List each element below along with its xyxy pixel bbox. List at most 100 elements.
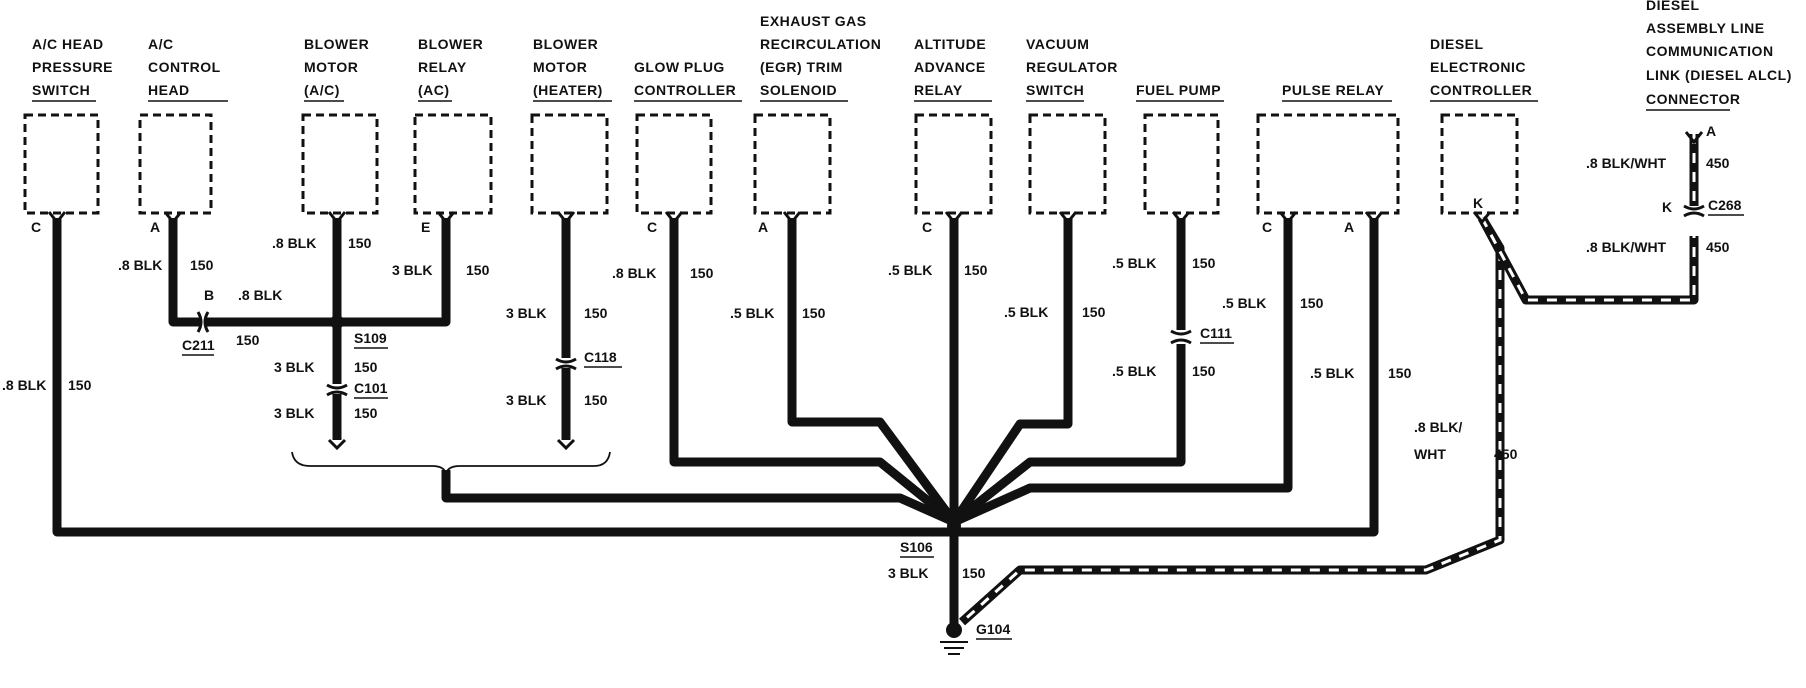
component-diesel-electronic-controller: DIESEL ELECTRONIC CONTROLLER K — [1430, 36, 1538, 215]
connector-labels: C211 B S109 C101 C118 C111 C268 K S106 G… — [182, 197, 1744, 640]
pin-label: A — [1344, 219, 1354, 235]
component-label-line: COMMUNICATION — [1646, 43, 1774, 59]
wire-size-label: .5 BLK — [888, 262, 932, 278]
component-label-line: RELAY — [914, 82, 963, 98]
wire-circuit-label: 150 — [354, 359, 378, 375]
wire-size-label: .8 BLK — [272, 235, 316, 251]
wire-size-label: .8 BLK/WHT — [1586, 239, 1667, 255]
wire-circuit-label: 150 — [1192, 255, 1216, 271]
component-ac-control-head: A/C CONTROL HEAD A — [138, 36, 228, 235]
wire-circuit-label: 150 — [466, 262, 490, 278]
wire-circuit-label: 150 — [584, 305, 608, 321]
wire-pulse-relay-a — [954, 218, 1379, 537]
wire-circuit-label: 150 — [690, 265, 714, 281]
splice-s109-label: S109 — [354, 330, 387, 346]
splice-s106-label: S106 — [900, 539, 933, 555]
wire-circuit-label: 150 — [1082, 304, 1106, 320]
component-altitude-advance-relay: ALTITUDE ADVANCE RELAY C — [914, 36, 993, 235]
wire-circuit-label: 150 — [1192, 363, 1216, 379]
connector-c268-pin: K — [1662, 199, 1672, 215]
connector-c211-label: C211 — [182, 337, 215, 353]
component-egr-trim-solenoid: EXHAUST GAS RECIRCULATION (EGR) TRIM SOL… — [753, 13, 881, 235]
component-pulse-relay: PULSE RELAY C A — [1256, 82, 1400, 235]
pin-label: C — [647, 219, 657, 235]
component-label-line: ADVANCE — [914, 59, 986, 75]
component-box — [413, 113, 493, 215]
wire-size-label: .5 BLK — [1310, 365, 1354, 381]
wire-size-label: .5 BLK — [1112, 255, 1156, 271]
pin-label: C — [1262, 219, 1272, 235]
wire-size-label: 3 BLK — [274, 405, 314, 421]
connector-c211-pin: B — [204, 287, 214, 303]
ground-g104-label: G104 — [976, 621, 1010, 637]
wire-pulse-relay-c — [952, 218, 1293, 527]
component-box — [1256, 113, 1400, 215]
component-label-line: CONTROL — [148, 59, 221, 75]
connector-c211-mark — [196, 311, 203, 333]
component-label-line: EXHAUST GAS — [760, 13, 867, 29]
wire-size-label: .8 BLK — [238, 287, 282, 303]
wire-size-label: 3 BLK — [274, 359, 314, 375]
component-label-line: BLOWER — [418, 36, 483, 52]
wire-circuit-label: 150 — [964, 262, 988, 278]
component-label-line: HEAD — [148, 82, 190, 98]
wire-size-label: WHT — [1414, 446, 1446, 462]
component-label-line: PRESSURE — [32, 59, 113, 75]
wire-labels: .8 BLK 150 .8 BLK 150 .8 BLK 150 .8 BLK … — [2, 155, 1730, 581]
component-label-line: RECIRCULATION — [760, 36, 881, 52]
component-box — [1440, 113, 1519, 215]
pin-label: A — [758, 219, 768, 235]
wire-size-label: .8 BLK — [2, 377, 46, 393]
component-label-line: (EGR) TRIM — [760, 59, 843, 75]
component-box — [1028, 113, 1107, 215]
wire-circuit-label: 150 — [1388, 365, 1412, 381]
wiring — [47, 131, 1705, 655]
wire-size-label: .5 BLK — [730, 305, 774, 321]
component-glow-plug-controller: GLOW PLUG CONTROLLER C — [634, 59, 742, 235]
component-blower-relay-ac: BLOWER RELAY (AC) E — [413, 36, 493, 235]
splice-s106-dot — [947, 519, 961, 533]
wire-circuit-label: 150 — [236, 332, 260, 348]
wire-size-label: 3 BLK — [392, 262, 432, 278]
component-label-line: A/C — [148, 36, 174, 52]
pin-label: A — [150, 219, 160, 235]
wire-size-label: .8 BLK/ — [1414, 419, 1462, 435]
component-blower-motor-ac: BLOWER MOTOR (A/C) — [301, 36, 379, 215]
wire-size-label: .5 BLK — [1222, 295, 1266, 311]
component-box — [635, 113, 713, 215]
component-label-line: (AC) — [418, 82, 450, 98]
component-label-line: RELAY — [418, 59, 467, 75]
component-label-line: FUEL PUMP — [1136, 82, 1221, 98]
pin-label: A — [1706, 123, 1716, 139]
component-label-line: MOTOR — [304, 59, 358, 75]
wire-blower-relay — [206, 218, 451, 327]
component-label-line: LINK (DIESEL ALCL) — [1646, 67, 1792, 83]
wire-size-label: .5 BLK — [1112, 363, 1156, 379]
component-box — [138, 113, 213, 215]
wire-circuit-label: 150 — [1300, 295, 1324, 311]
wire-diesel-controller-alcl — [1478, 215, 1699, 305]
splice-s109-dot — [330, 315, 344, 329]
wire-ac-head-pressure-switch — [52, 218, 954, 537]
wire-circuit-label: 450 — [1706, 155, 1730, 171]
connector-c101-label: C101 — [354, 380, 388, 396]
wire-circuit-label: 150 — [348, 235, 372, 251]
pin-label: E — [421, 219, 430, 235]
component-label-line: DIESEL — [1430, 36, 1484, 52]
wire-circuit-label: 150 — [68, 377, 92, 393]
component-ac-head-pressure-switch: A/C HEAD PRESSURE SWITCH C — [23, 36, 113, 235]
wire-size-label: .8 BLK/WHT — [1586, 155, 1667, 171]
component-label-line: A/C HEAD — [32, 36, 104, 52]
component-label-line: SOLENOID — [760, 82, 837, 98]
component-label-line: (A/C) — [304, 82, 340, 98]
wire-ac-control-head — [168, 218, 200, 327]
component-diesel-alcl-connector: DIESEL ASSEMBLY LINE COMMUNICATION LINK … — [1646, 0, 1792, 139]
component-fuel-pump: FUEL PUMP — [1136, 82, 1224, 215]
component-box — [914, 113, 993, 215]
wire-glow-plug — [669, 218, 957, 526]
wire-circuit-label: 150 — [584, 392, 608, 408]
wire-circuit-label: 450 — [1706, 239, 1730, 255]
ground-symbol-icon — [940, 641, 968, 655]
pin-label: C — [922, 219, 932, 235]
